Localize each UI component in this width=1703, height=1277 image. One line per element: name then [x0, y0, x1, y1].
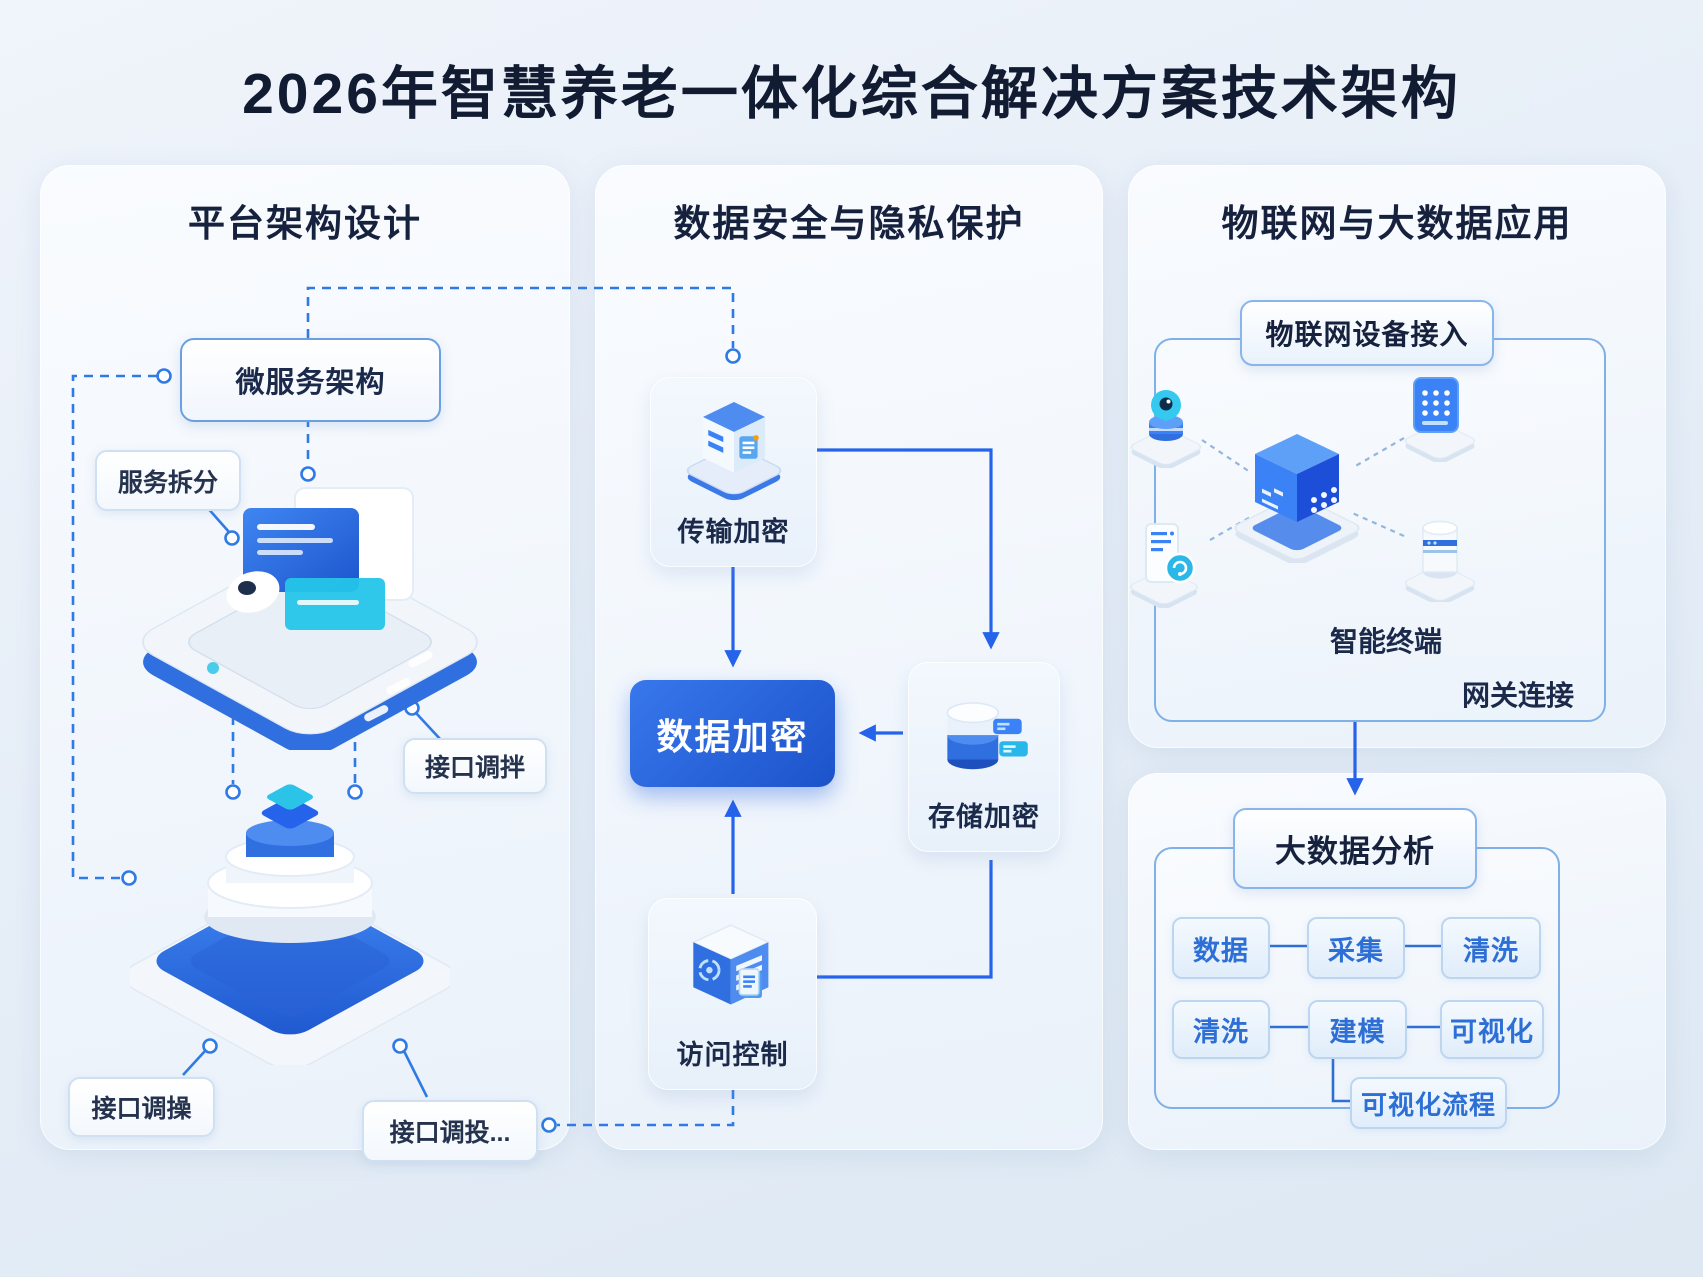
storage-encryption-label: 存储加密 [928, 802, 1040, 832]
access-control-node: 访问控制 [648, 898, 817, 1090]
gateway-connection-text: 网关连接 [1461, 680, 1574, 711]
access-control-label: 访问控制 [676, 1040, 789, 1070]
gateway-cylinder-icon [1392, 506, 1488, 602]
flow-box-clean-2-text: 清洗 [1193, 1017, 1249, 1047]
flow-box-collect-text: 采集 [1328, 935, 1384, 966]
interface-label-3-text: 接口调投... [389, 1119, 511, 1147]
storage-encryption-node: 存储加密 [908, 662, 1060, 852]
data-encryption-node: 数据加密 [630, 680, 835, 787]
keypad-terminal-icon [1392, 366, 1488, 462]
data-encryption-label: 数据加密 [656, 715, 809, 757]
transmission-encryption-label: 传输加密 [677, 517, 790, 547]
access-control-icon [674, 912, 792, 1024]
service-split-text: 服务拆分 [117, 468, 218, 497]
flow-box-model: 建模 [1308, 1000, 1407, 1059]
flow-box-clean-1: 清洗 [1441, 917, 1541, 979]
left-panel-header: 平台架构设计 [188, 203, 422, 244]
microservice-architecture-box: 微服务架构 [180, 338, 441, 422]
storage-encryption-icon [928, 676, 1040, 784]
server-shield-icon [1120, 512, 1216, 608]
right-panel-header: 物联网与大数据应用 [1221, 203, 1573, 244]
flow-box-clean-1-text: 清洗 [1463, 935, 1519, 966]
iot-device-access-text: 物联网设备接入 [1265, 319, 1469, 350]
camera-device-icon [1118, 372, 1214, 468]
interface-label-3: 接口调投... [362, 1100, 538, 1162]
flow-box-viz-process-text: 可视化流程 [1360, 1089, 1496, 1120]
flow-box-model-text: 建模 [1329, 1017, 1386, 1047]
interface-label-1: 接口调拌 [403, 738, 547, 794]
flow-box-data-text: 数据 [1193, 935, 1249, 966]
microservice-architecture-label: 微服务架构 [235, 367, 386, 399]
flow-box-viz-process: 可视化流程 [1350, 1077, 1507, 1129]
flow-box-data: 数据 [1172, 917, 1270, 979]
smart-terminal-cube-icon [1222, 418, 1372, 563]
flow-box-visualize-text: 可视化 [1450, 1017, 1534, 1047]
microservice-platform-illustration [135, 450, 485, 750]
flow-box-visualize: 可视化 [1440, 1000, 1544, 1059]
transmission-encryption-icon [675, 391, 793, 503]
interface-label-2: 接口调操 [68, 1077, 215, 1137]
transmission-encryption-node: 传输加密 [650, 377, 817, 567]
smart-terminal-text: 智能终端 [1329, 626, 1442, 657]
flow-box-clean-2: 清洗 [1172, 1000, 1270, 1059]
interface-label-2-text: 接口调操 [91, 1095, 192, 1123]
smart-terminal-label: 智能终端 [1316, 620, 1456, 660]
page-title: 2026年智慧养老一体化综合解决方案技术架构 [242, 62, 1461, 126]
iot-device-access-title: 物联网设备接入 [1240, 300, 1494, 366]
database-platform-illustration [130, 765, 450, 1065]
interface-label-1-text: 接口调拌 [424, 754, 525, 782]
bigdata-analysis-title: 大数据分析 [1233, 808, 1477, 889]
middle-panel-header: 数据安全与隐私保护 [673, 203, 1025, 244]
gateway-connection-label: 网关连接 [1448, 674, 1588, 714]
service-split-label: 服务拆分 [95, 450, 241, 511]
flow-box-collect: 采集 [1307, 917, 1405, 979]
bigdata-analysis-text: 大数据分析 [1275, 834, 1435, 869]
